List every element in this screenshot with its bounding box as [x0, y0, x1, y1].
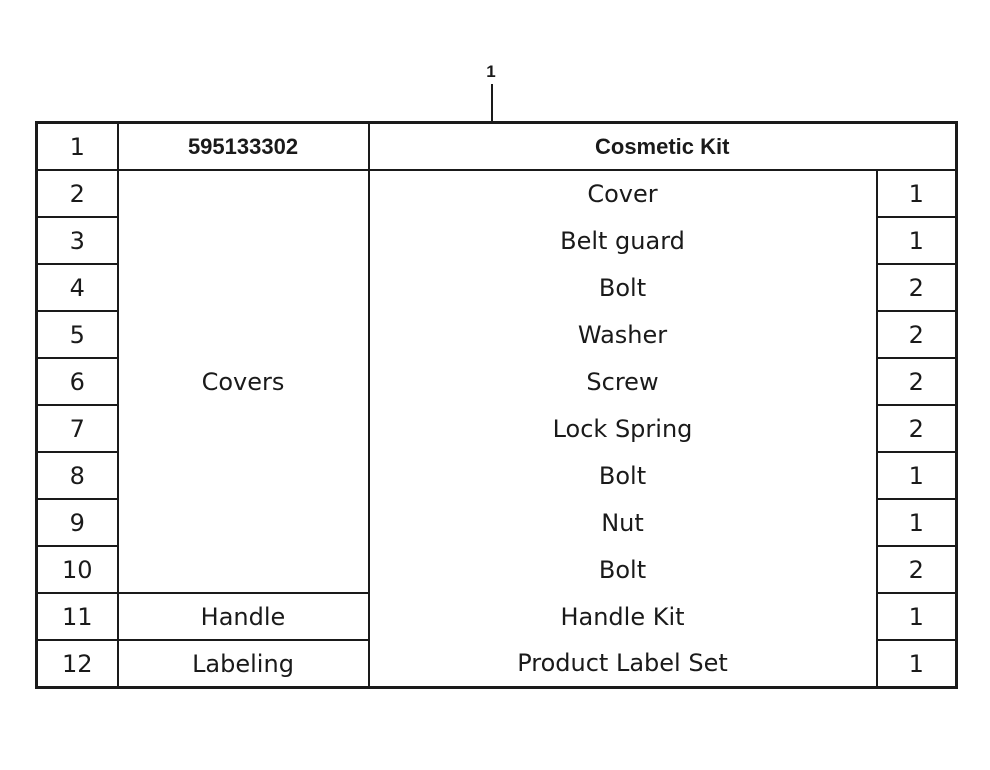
part-description: Bolt: [367, 546, 878, 593]
row-number: 5: [35, 310, 119, 359]
part-quantity: 1: [875, 169, 958, 218]
table-row: 7 Lock Spring 2: [35, 404, 958, 453]
kit-part-number: 595133302: [116, 121, 370, 171]
row-number: 3: [35, 216, 119, 265]
table-header-row: 1 595133302 Cosmetic Kit: [35, 121, 958, 171]
row-number: 1: [35, 121, 119, 171]
table-row: 9 Nut 1: [35, 498, 958, 547]
parts-table: 1 595133302 Cosmetic Kit 2 Covers Cover …: [35, 121, 958, 689]
part-description: Cover: [367, 169, 878, 217]
table-row: 8 Bolt 1: [35, 451, 958, 500]
table-row: 2 Covers Cover 1: [35, 169, 958, 594]
table-row: 10 Bolt 2: [35, 545, 958, 594]
row-number: 6: [35, 357, 119, 406]
group-covers: Covers: [116, 169, 370, 594]
part-description: Lock Spring: [367, 405, 878, 452]
table-row: 12 Labeling Product Label Set 1: [35, 639, 958, 689]
row-number: 7: [35, 404, 119, 453]
group-handle: Handle: [116, 592, 370, 641]
row-number: 10: [35, 545, 119, 594]
part-description: Handle Kit: [367, 593, 878, 640]
part-quantity: 2: [875, 310, 958, 359]
part-description: Product Label Set: [367, 640, 878, 689]
part-quantity: 2: [875, 357, 958, 406]
part-quantity: 2: [875, 263, 958, 312]
kit-title: Cosmetic Kit: [367, 121, 958, 171]
row-number: 8: [35, 451, 119, 500]
part-description: Screw: [367, 358, 878, 405]
row-number: 11: [35, 592, 119, 641]
table-row: 4 Bolt 2: [35, 263, 958, 312]
row-number: 2: [35, 169, 119, 218]
callout-leader-line: [491, 84, 493, 122]
table-row: 6 Screw 2: [35, 357, 958, 406]
row-number: 9: [35, 498, 119, 547]
part-description: Belt guard: [367, 217, 878, 264]
callout-number: 1: [486, 62, 496, 81]
table-row: 3 Belt guard 1: [35, 216, 958, 265]
part-quantity: 1: [875, 216, 958, 265]
part-quantity: 1: [875, 498, 958, 547]
part-description: Washer: [367, 311, 878, 358]
part-quantity: 1: [875, 592, 958, 641]
part-quantity: 1: [875, 451, 958, 500]
part-description: Nut: [367, 499, 878, 546]
part-quantity: 2: [875, 545, 958, 594]
part-description: Bolt: [367, 264, 878, 311]
part-quantity: 1: [875, 639, 958, 689]
group-labeling: Labeling: [116, 639, 370, 689]
row-number: 12: [35, 639, 119, 689]
row-number: 4: [35, 263, 119, 312]
part-quantity: 2: [875, 404, 958, 453]
part-description: Bolt: [367, 452, 878, 499]
table-row: 5 Washer 2: [35, 310, 958, 359]
table-row: 11 Handle Handle Kit 1: [35, 592, 958, 641]
